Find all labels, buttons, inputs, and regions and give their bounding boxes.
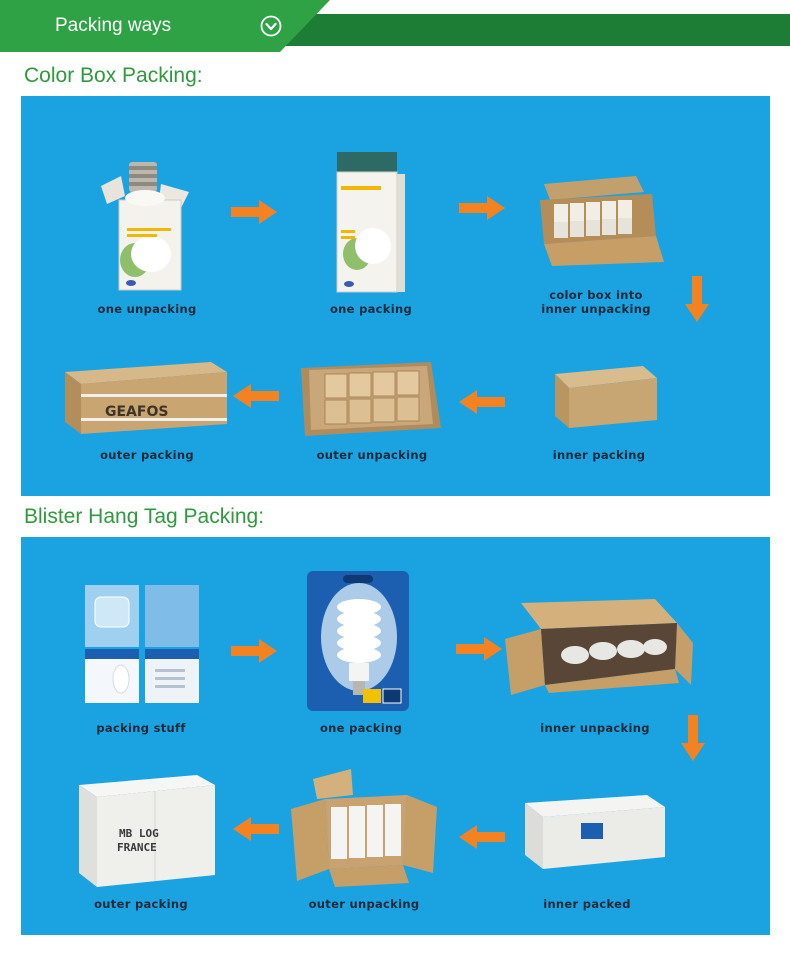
step-label-one-packing: one packing (319, 302, 423, 316)
step-label-color-box-into: color box into inner unpacking (531, 288, 661, 316)
outer-box-print-line2: FRANCE (117, 841, 157, 854)
color-box-panel: one unpacking one packing color (21, 96, 770, 496)
blister-inner-unpacking-photo (505, 599, 695, 695)
blister-outer-packing-photo: MB LOG FRANCE (71, 771, 221, 891)
step-label-blister-outer-packing: outer packing (83, 897, 199, 911)
arrow-down-icon (685, 276, 709, 322)
step-label-blister-one-packing: one packing (309, 721, 413, 735)
arrow-right-icon (456, 637, 502, 661)
outer-box-brand: GEAFOS (105, 404, 168, 420)
step-label-blister-inner-packed: inner packed (529, 897, 645, 911)
packing-stuff-photo (81, 581, 201, 705)
label-line: color box into (549, 288, 643, 302)
step-label-packing-stuff: packing stuff (83, 721, 199, 735)
outer-packing-photo: GEAFOS (61, 358, 231, 438)
arrow-left-icon (233, 817, 279, 841)
arrow-right-icon (231, 200, 277, 224)
blister-one-packing-photo (303, 567, 413, 715)
arrow-right-icon (231, 639, 277, 663)
step-label-blister-inner-unpacking: inner unpacking (529, 721, 661, 735)
page-header: Packing ways (0, 0, 790, 50)
section-title-blister: Blister Hang Tag Packing: (24, 505, 264, 529)
inner-packing-photo (551, 364, 661, 434)
one-packing-photo (331, 146, 411, 296)
blister-outer-unpacking-photo (291, 769, 441, 887)
blister-panel: packing stuff one packing inner unpackin… (21, 537, 770, 935)
arrow-left-icon (233, 384, 279, 408)
arrow-left-icon (459, 390, 505, 414)
arrow-down-icon (681, 715, 705, 761)
step-label-one-unpacking: one unpacking (91, 302, 203, 316)
label-line: inner unpacking (541, 302, 650, 316)
section-title-color-box: Color Box Packing: (24, 64, 203, 88)
step-label-outer-unpacking: outer unpacking (307, 448, 437, 462)
step-label-inner-packing: inner packing (539, 448, 659, 462)
header-title: Packing ways (55, 15, 171, 37)
arrow-left-icon (459, 825, 505, 849)
blister-inner-packed-photo (521, 793, 671, 873)
one-unpacking-photo (101, 156, 201, 296)
color-box-into-inner-photo (536, 176, 666, 266)
outer-box-print-line1: MB LOG (119, 827, 159, 840)
outer-unpacking-photo (301, 358, 441, 438)
step-label-outer-packing: outer packing (91, 448, 203, 462)
arrow-right-icon (459, 196, 505, 220)
step-label-blister-outer-unpacking: outer unpacking (299, 897, 429, 911)
chevron-down-circle-icon[interactable] (260, 15, 282, 37)
